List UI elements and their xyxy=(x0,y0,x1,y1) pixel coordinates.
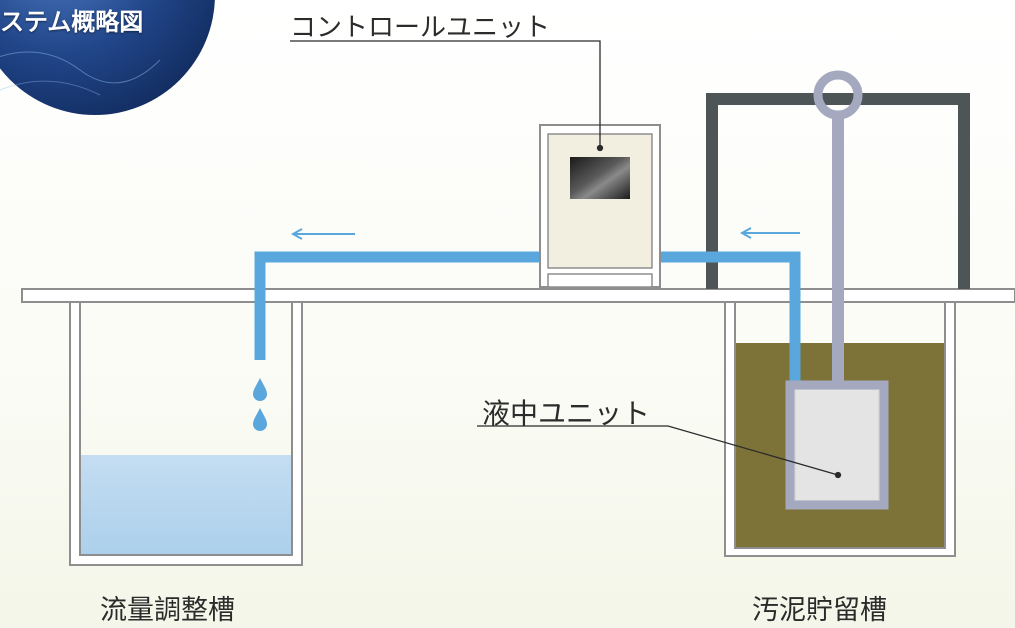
submersible-unit-leader xyxy=(477,425,842,479)
control-unit xyxy=(539,124,661,288)
submersible-unit xyxy=(785,380,889,510)
flow-arrow-left xyxy=(290,228,355,240)
control-unit-leader xyxy=(290,40,604,152)
title-badge-label: ステム概略図 xyxy=(0,8,144,36)
water-drop-icon xyxy=(253,408,267,431)
flow-adjustment-tank xyxy=(69,301,303,566)
transfer-pipe xyxy=(254,251,801,390)
flow-adjustment-tank-label: 流量調整槽 xyxy=(100,595,235,626)
air-pipe xyxy=(813,70,863,390)
flow-arrow-right xyxy=(739,227,800,239)
ground-slab xyxy=(21,288,1015,303)
sludge-storage-tank-label: 汚泥貯留槽 xyxy=(752,595,887,626)
submersible-unit-label: 液中ユニット xyxy=(482,397,651,430)
title-badge xyxy=(0,0,215,115)
water-drop-icon xyxy=(253,378,267,401)
control-unit-label: コントロールユニット xyxy=(290,13,551,43)
steel-frame xyxy=(706,93,970,289)
